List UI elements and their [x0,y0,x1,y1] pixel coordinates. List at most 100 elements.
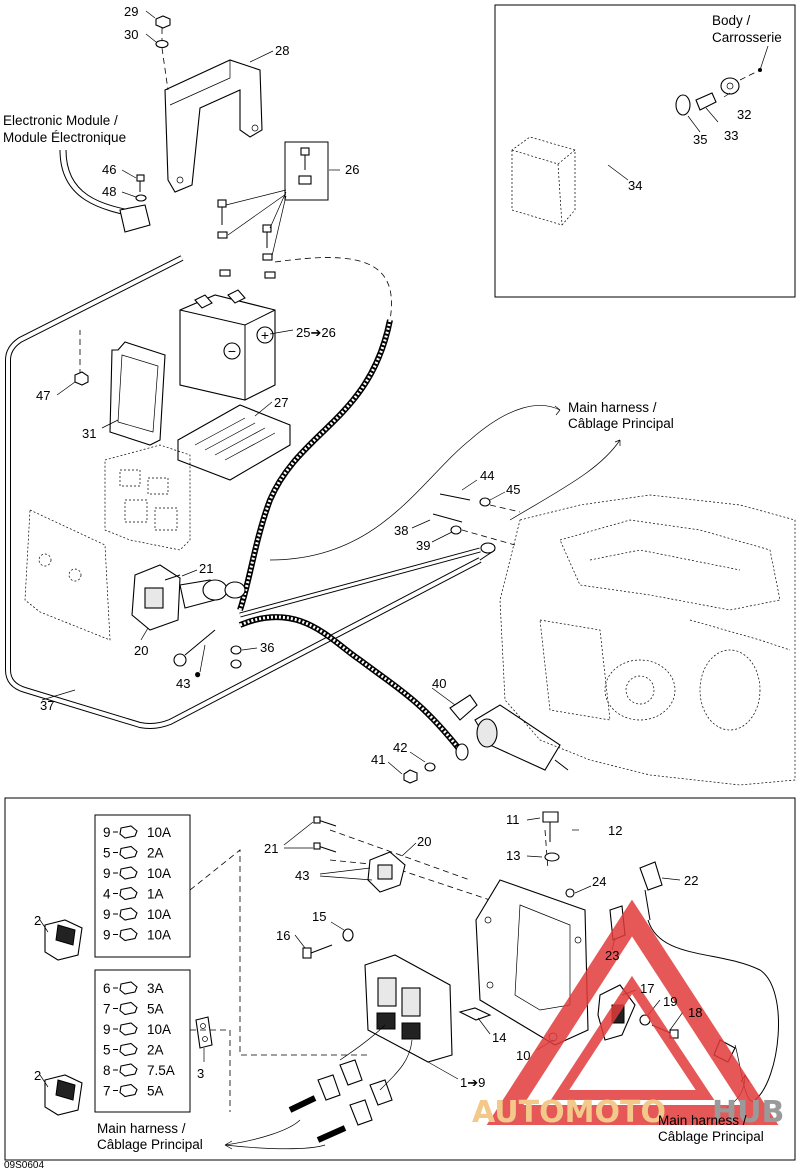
boot-40 [449,694,478,721]
callout-3: 28 [275,43,289,58]
connectors [173,579,246,667]
watermark-logo [486,899,779,1125]
lower-callout-18: 2 [34,913,41,928]
starter-motor [474,704,569,771]
fuse-row-number: 7 [103,1002,111,1017]
callout-21: 42 [393,740,407,755]
battery-cables [181,238,393,611]
electronic-module-caption-line1: Electronic Module / [3,113,118,128]
fuse-icon [119,1001,138,1016]
fuse-row-amperage: 10A [147,866,171,881]
fuse-icon [119,907,138,921]
main-harness-caption-line1: Main harness / [568,400,657,415]
battery-tray-27 [177,404,291,481]
lower-callout-6: 21 [264,841,278,856]
fuse-row-amperage: 10A [147,825,171,840]
fuse-row-amperage: 2A [147,846,164,861]
lower-harness-caption-right-line2: Câblage Principal [658,1129,764,1144]
nut-29 [155,15,171,29]
connector-22 [639,861,779,1102]
bolt-46 [136,174,145,192]
callout-13: 43 [176,676,190,691]
fuse-icon [119,1022,138,1036]
clamp-35 [675,94,691,116]
terminal-bolts [217,199,276,279]
body-caption-line2: Carrosserie [712,30,782,45]
inset-callout-2: 33 [724,128,738,143]
support-plate-10 [475,879,589,1046]
fitting-33 [695,92,717,111]
fuse-row-number: 5 [103,846,111,861]
washer-13 [544,852,560,862]
fuse-row-number: 9 [103,907,111,922]
callout-6: 48 [102,184,116,199]
electronic-module-caption-line2: Module Électronique [3,130,126,145]
upper-callouts: 2930282646484725➔26312721204336374445383… [36,4,520,767]
lower-callout-3: 13 [506,848,520,863]
grommet-32 [720,77,740,95]
fuse-puller-3 [195,1016,213,1049]
fuse-icon [119,1063,138,1077]
lower-callout-16: 10 [516,1048,530,1063]
engine-cable [239,542,496,618]
fuse-row-amperage: 2A [147,1043,164,1058]
washer-15 [342,928,354,942]
callout-11: 21 [199,561,213,576]
fuse-row-amperage: 7.5A [147,1063,175,1078]
engine-outline [499,494,796,786]
fuse-icon [119,886,138,901]
lower-callout-8: 43 [295,868,309,883]
callout-12: 20 [134,643,148,658]
lower-harness-caption-right-line1: Main harness / [658,1113,747,1128]
fuse-box-2 [94,969,191,1113]
lower-callout-12: 17 [640,981,654,996]
inset-battery [511,136,576,226]
screw-36 [230,645,242,669]
figure-code: 09S0604 [4,1160,44,1171]
nut-41 [403,769,418,784]
fuse-row-number: 8 [103,1063,111,1078]
fuse-row-number: 9 [103,1022,111,1037]
lower-callout-9: 15 [312,909,326,924]
fuse-row-number: 9 [103,866,111,881]
inset-callout-4: 34 [628,178,642,193]
fuse-row-amperage: 10A [147,1022,171,1037]
lower-callout-13: 19 [663,994,677,1009]
screw-24 [565,888,575,898]
fuse-row-number: 7 [103,1084,111,1099]
callout-22: 41 [371,752,385,767]
callout-15: 37 [40,698,54,713]
lower-harness-caption-left-line1: Main harness / [97,1121,186,1136]
callout-8: 25➔26 [296,325,336,340]
fuse-icon [119,1042,138,1057]
callout-4: 26 [345,162,359,177]
inset-frame [494,4,796,298]
lower-callout-4: 24 [592,874,606,889]
svg-text:−: − [228,343,236,359]
main-harness-caption-line2: Câblage Principal [568,416,674,431]
lower-frame [4,797,796,1161]
washer-42 [424,762,436,772]
fuse-icon [119,1083,138,1098]
harness-line [269,405,561,561]
battery-25: − + [179,289,276,401]
watermark-text-b: HUB [712,1095,784,1130]
fuse-link-dash [189,849,370,1056]
battery-cover-31 [109,341,166,446]
fuse-row-amperage: 10A [147,928,171,943]
fuse-row-number: 5 [103,1043,111,1058]
harness-connectors [288,1024,413,1143]
watermark-text-a: AUTOMOTO [472,1095,666,1130]
fuse-icon [119,927,138,942]
hardware-box-26 [225,141,329,257]
callout-20: 40 [432,676,446,691]
callout-16: 44 [480,468,494,483]
inset-callout-1: 32 [737,107,751,122]
body-caption-line1: Body / [712,13,751,28]
lower-callout-5: 22 [684,873,698,888]
solenoid-20-lower [367,851,406,893]
